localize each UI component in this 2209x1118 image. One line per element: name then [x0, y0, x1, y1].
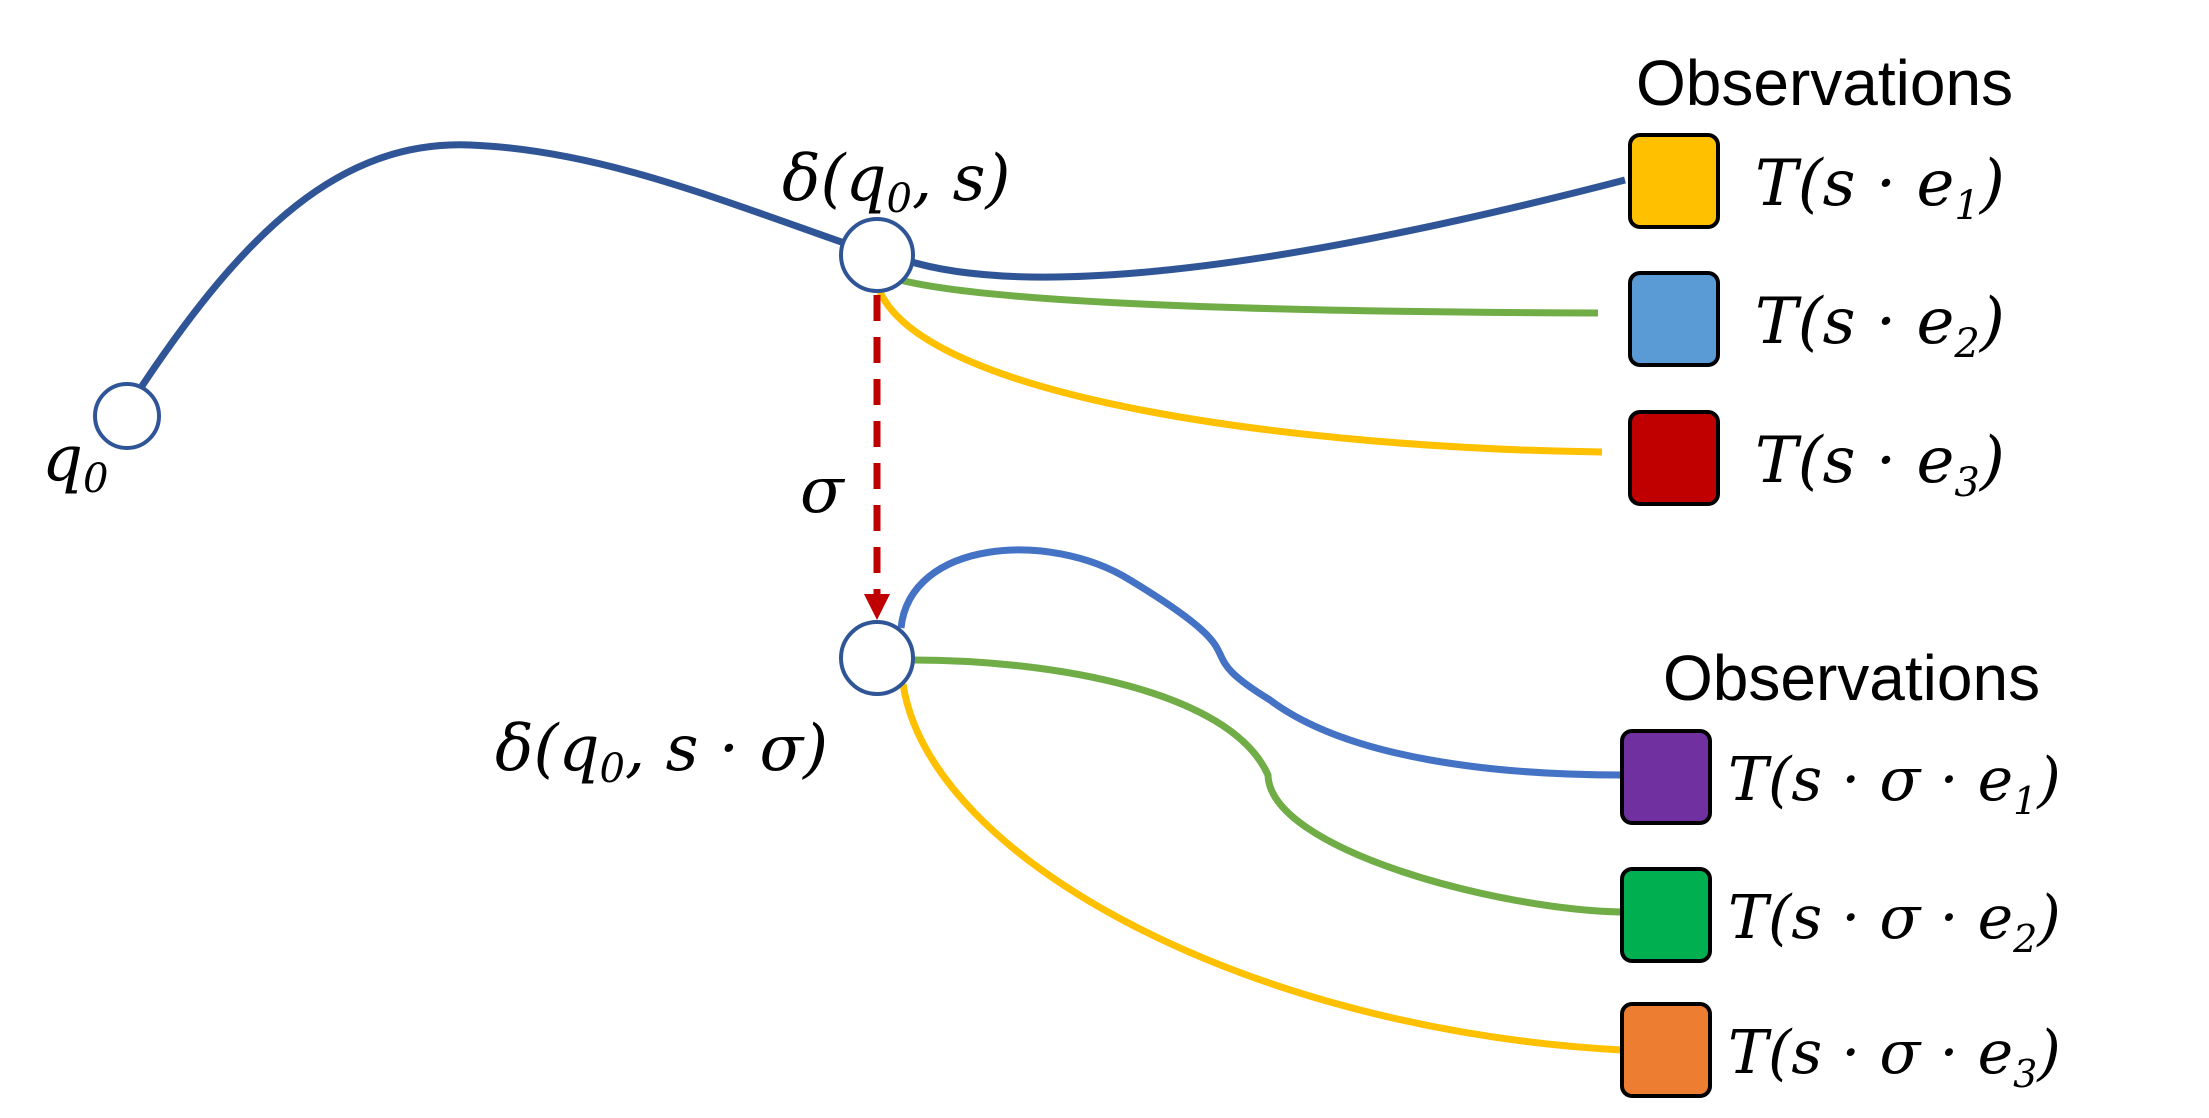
observations-heading-lower: Observations	[1663, 642, 2040, 714]
edge-state-s-to-obs-1	[903, 176, 1626, 281]
observation-swatch-s-sigma-e1	[1620, 729, 1712, 825]
path-edge-q0-to-state-s	[139, 141, 872, 388]
sigma-arrowhead	[864, 594, 890, 620]
edge-state-s-sigma-to-obs-1	[897, 546, 1623, 779]
node-q0	[93, 382, 161, 450]
observation-swatch-s-e3	[1628, 410, 1720, 506]
edge-state-s-sigma-to-obs-2	[912, 656, 1623, 916]
node-state-s	[839, 217, 915, 293]
observation-label-s-sigma-e2: T(s · σ · e2)	[1728, 883, 2061, 961]
label-q0: q0	[42, 422, 108, 502]
edge-state-s-to-obs-3	[876, 290, 1603, 456]
observation-label-s-sigma-e1: T(s · σ · e1)	[1728, 745, 2061, 823]
observations-heading-upper: Observations	[1636, 47, 2013, 119]
observation-swatch-s-sigma-e2	[1620, 867, 1712, 963]
node-state-s-sigma	[839, 620, 915, 696]
observation-swatch-s-e2	[1628, 271, 1720, 367]
label-state-s: δ(q0, s)	[782, 142, 1010, 222]
observation-swatch-s-e1	[1628, 133, 1720, 229]
observation-label-s-e2: T(s · e2)	[1755, 285, 2005, 367]
observation-label-s-sigma-e3: T(s · σ · e3)	[1728, 1018, 2061, 1096]
observation-swatch-s-sigma-e3	[1620, 1002, 1712, 1098]
edge-state-s-sigma-to-obs-3	[899, 683, 1623, 1054]
label-sigma: σ	[800, 454, 846, 528]
label-state-s-sigma: δ(q0, s · σ)	[495, 712, 828, 792]
edge-state-s-to-obs-2	[899, 276, 1599, 317]
observation-label-s-e3: T(s · e3)	[1755, 424, 2005, 506]
observation-label-s-e1: T(s · e1)	[1755, 147, 2005, 229]
